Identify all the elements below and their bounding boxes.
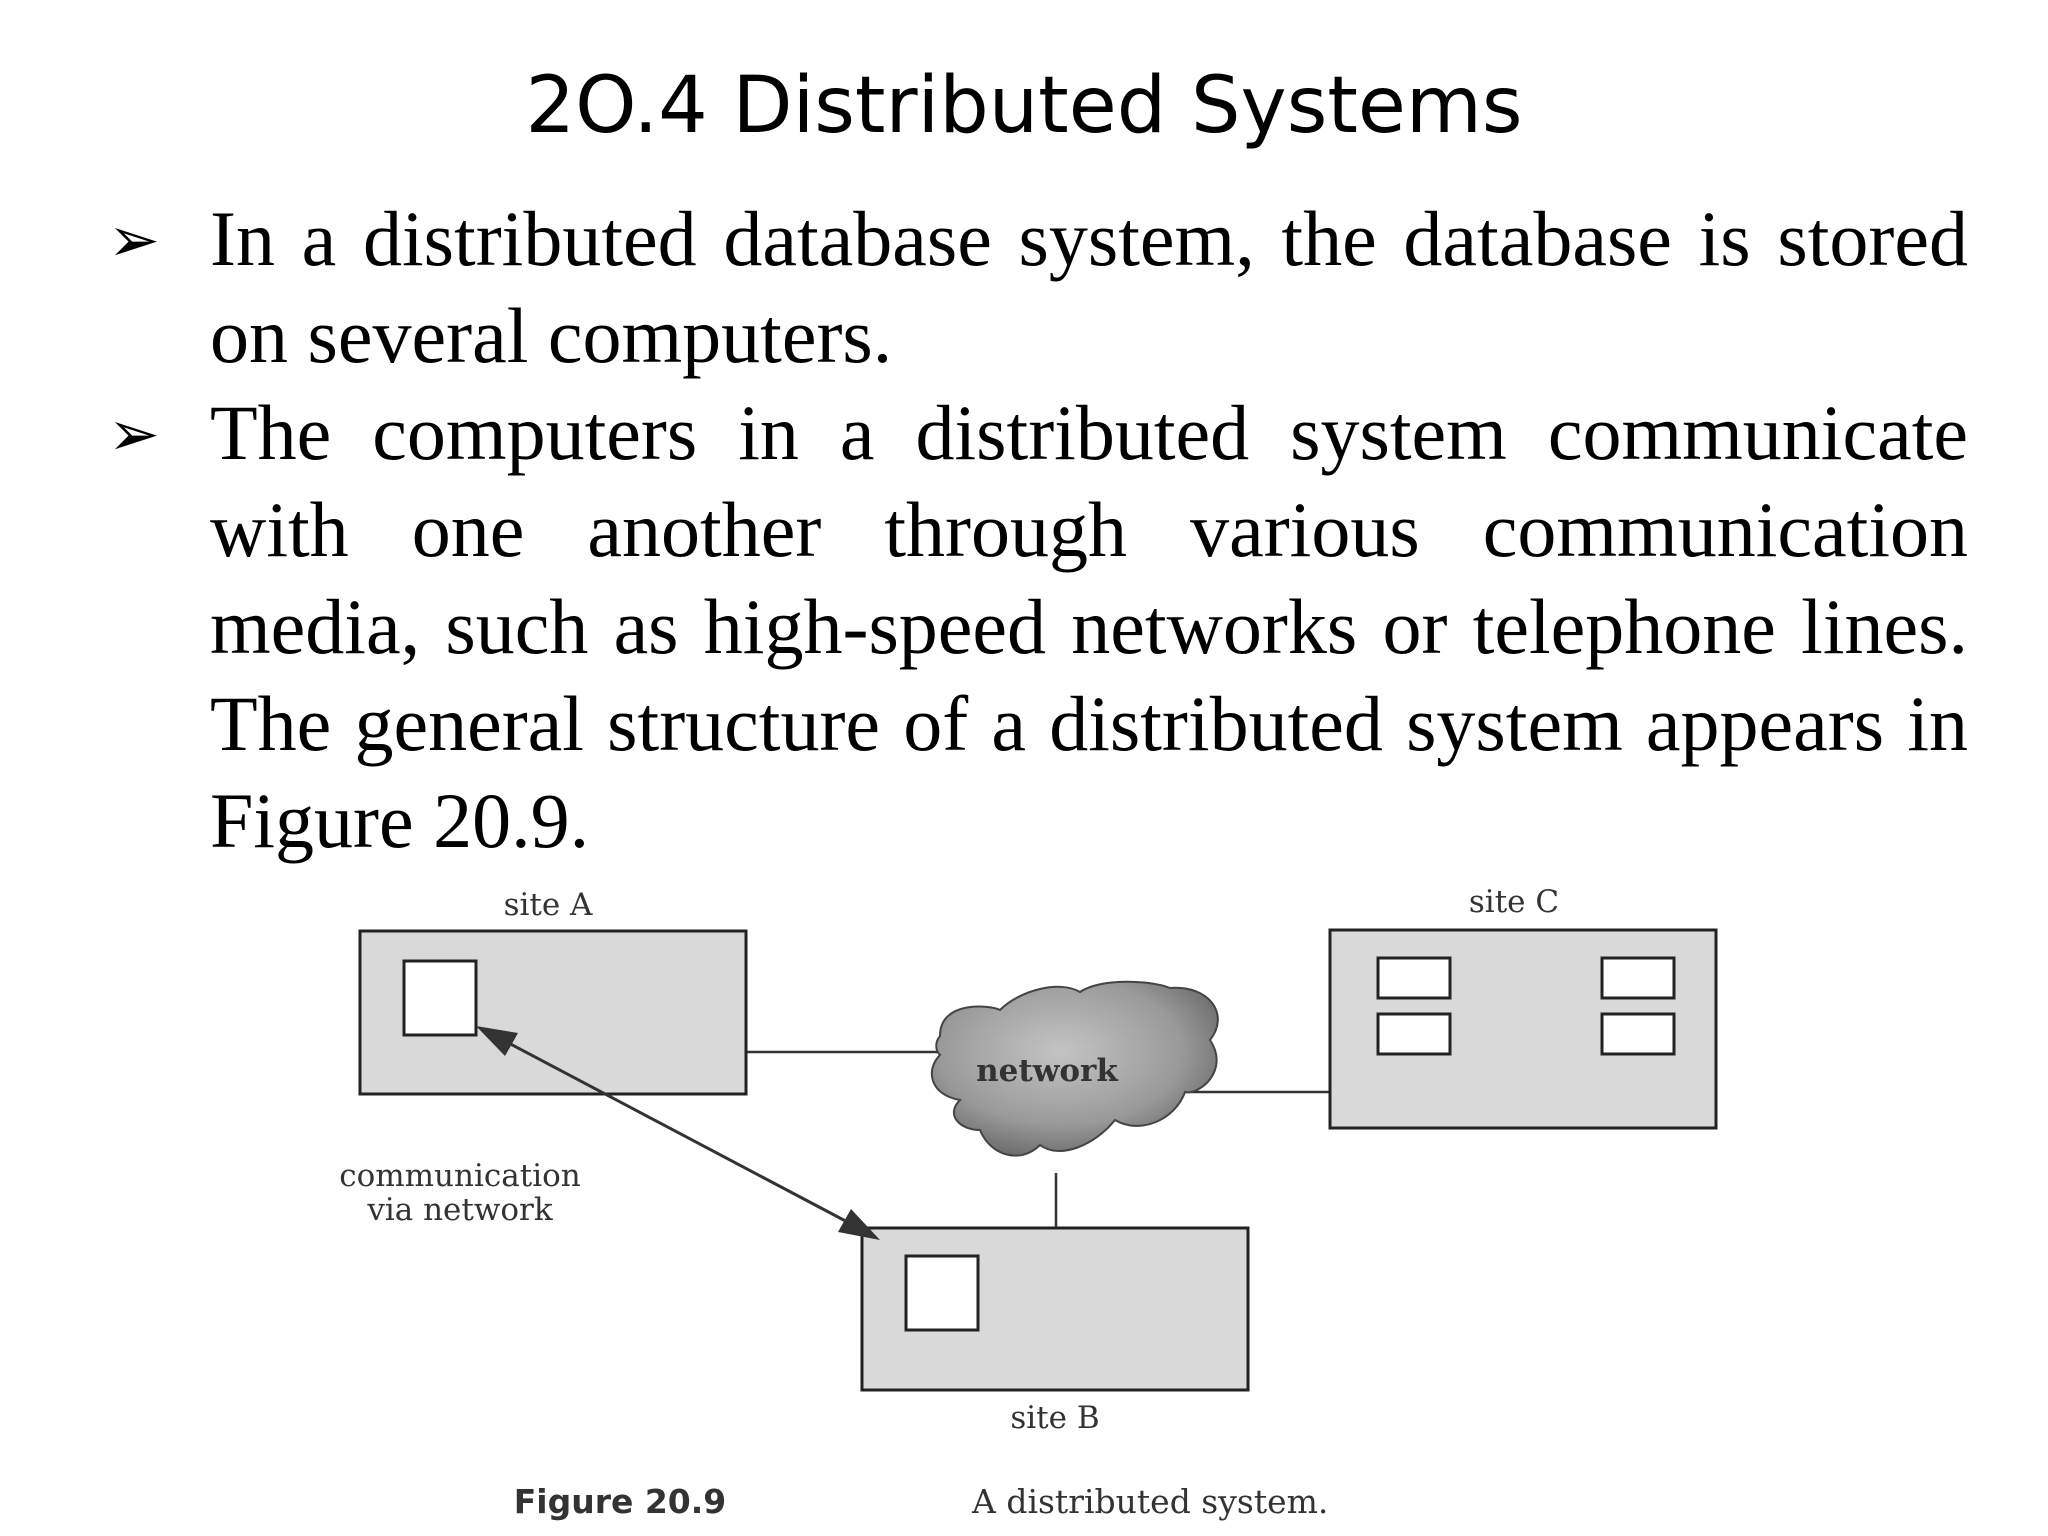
site-a-label: site A bbox=[504, 887, 593, 923]
arrowhead-bullet-icon: ➢ bbox=[108, 203, 160, 276]
arrowhead-icon bbox=[476, 1026, 518, 1056]
site-c-node bbox=[1600, 956, 1676, 1000]
communication-label: via network bbox=[366, 1192, 553, 1228]
site-c-node bbox=[1376, 1012, 1452, 1056]
site-b-label: site B bbox=[1010, 1400, 1099, 1436]
bullet-item: ➢ The computers in a distributed system … bbox=[108, 384, 1968, 869]
arrowhead-icon bbox=[838, 1209, 880, 1240]
site-c-node bbox=[1376, 956, 1452, 1000]
site-b-node bbox=[904, 1254, 980, 1332]
network-cloud bbox=[930, 980, 1219, 1157]
bullet-text: In a distributed database system, the da… bbox=[210, 195, 1968, 379]
slide-title: 2O.4 Distributed Systems bbox=[525, 61, 1523, 151]
arrowhead-bullet-icon: ➢ bbox=[108, 397, 160, 470]
bullet-item: ➢ In a distributed database system, the … bbox=[108, 190, 1968, 384]
network-label: network bbox=[976, 1053, 1119, 1089]
site-a-node bbox=[402, 959, 478, 1037]
bullet-text: The computers in a distributed system co… bbox=[210, 389, 1968, 864]
communication-label: communication bbox=[339, 1158, 581, 1194]
bullet-list: ➢ In a distributed database system, the … bbox=[108, 190, 1968, 869]
distributed-system-figure: site A site C site B network communicati… bbox=[339, 884, 1718, 1521]
site-c-node bbox=[1600, 1012, 1676, 1056]
figure-caption-text: A distributed system. bbox=[971, 1482, 1328, 1521]
figure-caption-number: Figure 20.9 bbox=[514, 1482, 727, 1521]
site-c-label: site C bbox=[1469, 884, 1559, 920]
communication-arrow bbox=[483, 1028, 873, 1237]
